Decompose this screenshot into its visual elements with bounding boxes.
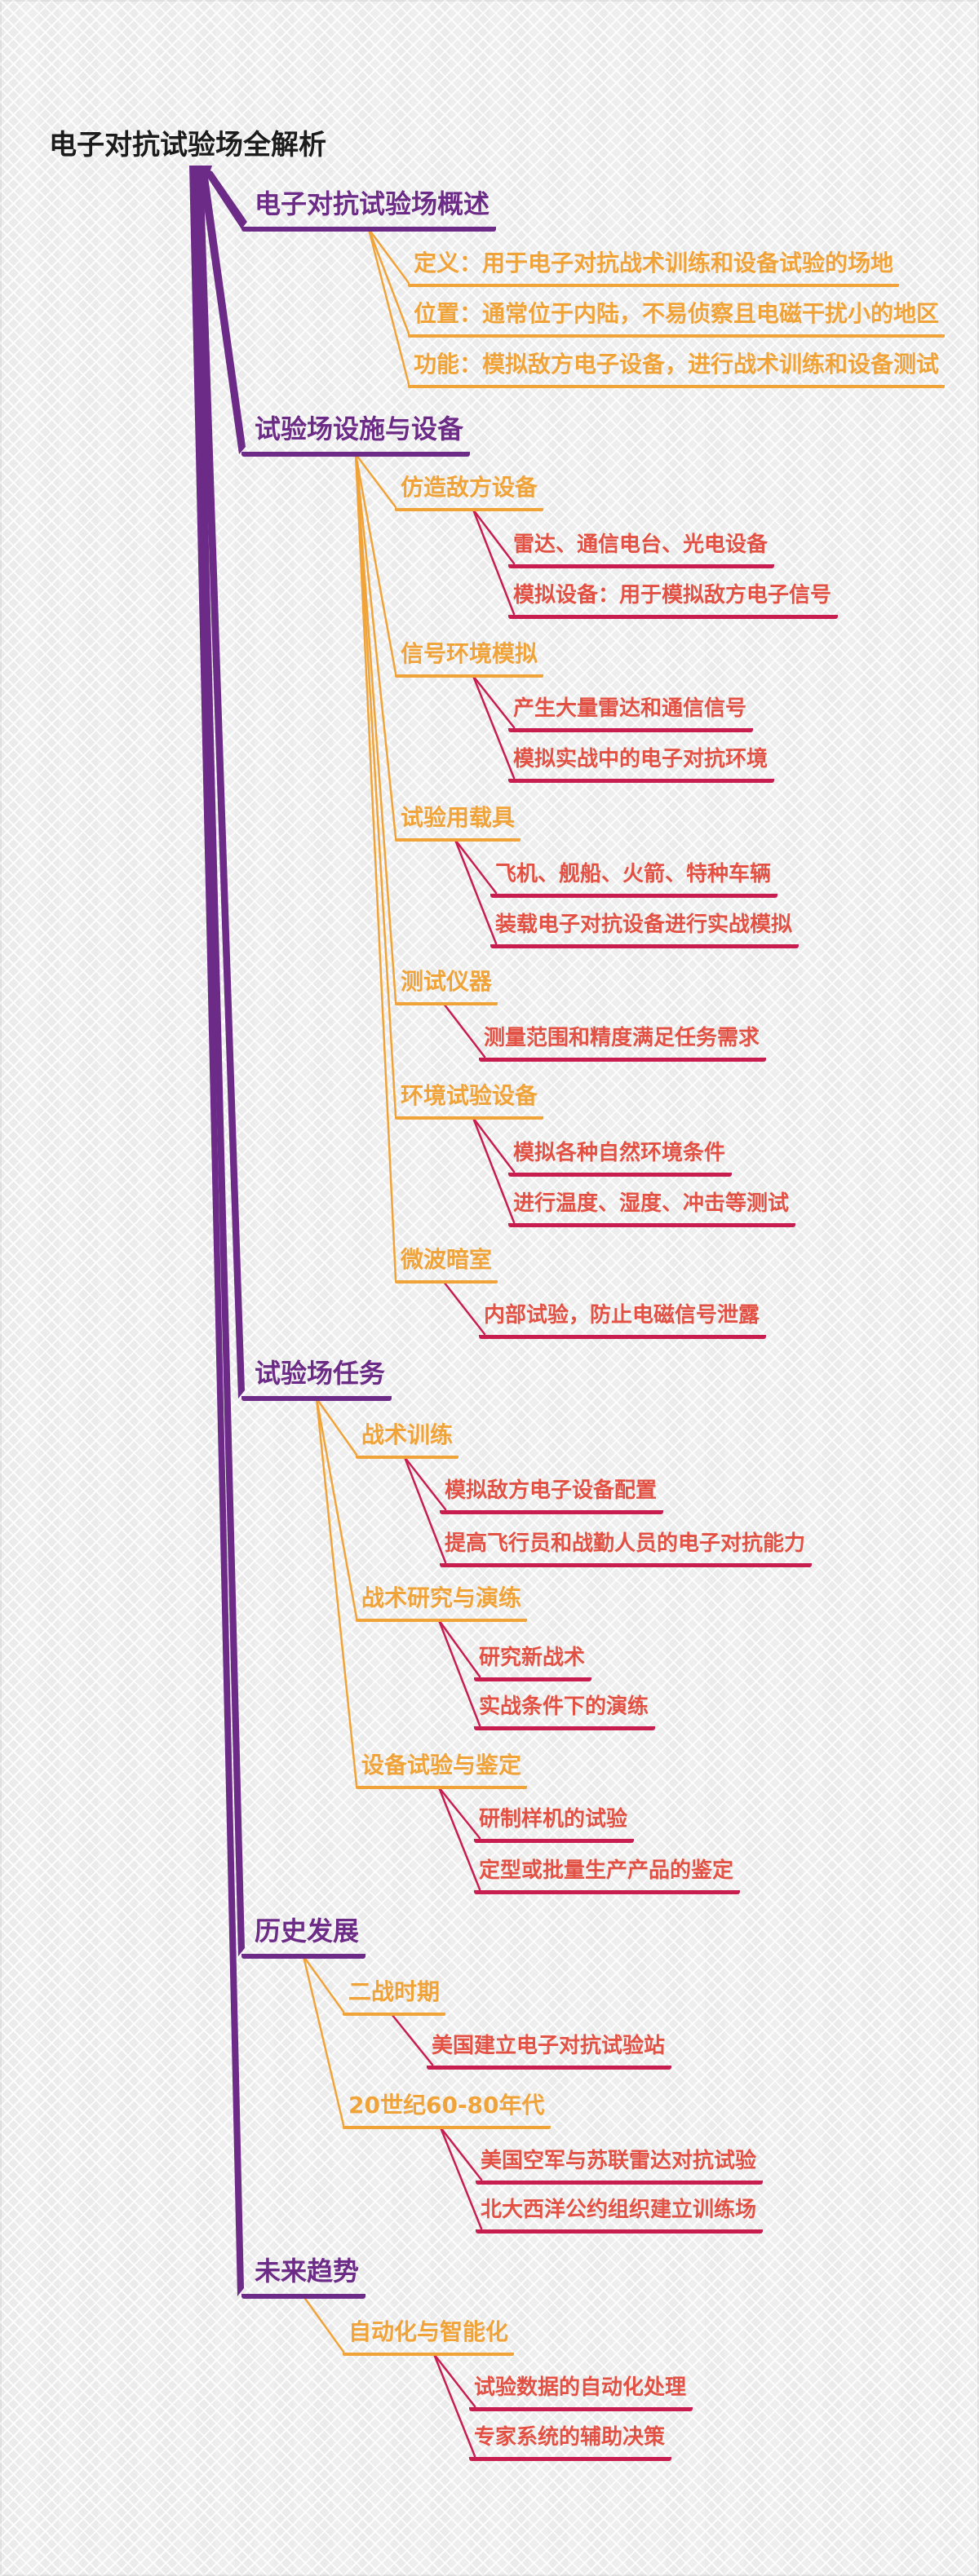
b3-combat-drills[interactable]: 实战条件下的演练: [474, 1694, 656, 1730]
b2-simulation-devices[interactable]: 模拟设备：用于模拟敌方电子信号: [508, 582, 839, 619]
b3-new-tactics[interactable]: 研究新战术: [474, 1645, 592, 1681]
b3-prototype-test[interactable]: 研制样机的试验: [474, 1806, 635, 1843]
b2-temp-humidity-shock[interactable]: 进行温度、湿度、冲击等测试: [508, 1191, 796, 1227]
orange-connectors: [302, 228, 410, 2353]
b1-location[interactable]: 位置：通常位于内陆，不易侦察且电磁干扰小的地区: [408, 299, 946, 338]
b4-1960s-80s[interactable]: 20世纪60-80年代: [343, 2091, 551, 2129]
b3-enemy-config[interactable]: 模拟敌方电子设备配置: [440, 1478, 664, 1514]
trunk-branch-3: [196, 166, 245, 1398]
trunk-root-cap: [189, 166, 212, 184]
b2-vehicle-types[interactable]: 飞机、舰船、火箭、特种车辆: [490, 861, 778, 898]
b2-signal-environment[interactable]: 信号环境模拟: [395, 639, 544, 678]
b3-tactical-training[interactable]: 战术训练: [356, 1421, 459, 1459]
b5-auto-data-processing[interactable]: 试验数据的自动化处理: [469, 2375, 693, 2411]
b1-function[interactable]: 功能：模拟敌方电子设备，进行战术训练和设备测试: [408, 350, 946, 388]
trunk-branch-2: [198, 166, 246, 454]
trunk-branch-4: [193, 166, 245, 1956]
b2-generate-signals[interactable]: 产生大量雷达和通信信号: [508, 696, 754, 732]
b2-natural-conditions[interactable]: 模拟各种自然环境条件: [508, 1140, 733, 1177]
b5-expert-system[interactable]: 专家系统的辅助决策: [469, 2424, 672, 2461]
b2-test-vehicles[interactable]: 试验用载具: [395, 803, 521, 842]
trunk-bundle: [189, 166, 247, 2296]
b2-loaded-equipment[interactable]: 装载电子对抗设备进行实战模拟: [490, 912, 800, 948]
b2-imitated-enemy-equipment[interactable]: 仿造敌方设备: [395, 473, 544, 511]
b2-anechoic-chamber[interactable]: 微波暗室: [395, 1245, 498, 1284]
root-title[interactable]: 电子对抗试验场全解析: [49, 129, 326, 161]
b3-production-appraisal[interactable]: 定型或批量生产产品的鉴定: [474, 1858, 741, 1894]
b2-radar-comm-optical[interactable]: 雷达、通信电台、光电设备: [508, 532, 775, 568]
b4-us-test-station[interactable]: 美国建立电子对抗试验站: [427, 2033, 672, 2070]
b1-definition[interactable]: 定义：用于电子对抗战术训练和设备试验的场地: [408, 249, 900, 287]
b4-wwii[interactable]: 二战时期: [343, 1977, 446, 2016]
branch3-missions[interactable]: 试验场任务: [241, 1357, 392, 1401]
branch1-overview[interactable]: 电子对抗试验场概述: [241, 188, 497, 232]
b5-automation-intelligence[interactable]: 自动化与智能化: [343, 2318, 515, 2356]
branch2-facilities[interactable]: 试验场设施与设备: [241, 413, 471, 457]
branch4-history[interactable]: 历史发展: [241, 1915, 366, 1959]
b2-combat-environment[interactable]: 模拟实战中的电子对抗环境: [508, 746, 775, 783]
trunk-branch-5: [189, 166, 244, 2296]
b4-usaf-soviet-radar[interactable]: 美国空军与苏联雷达对抗试验: [476, 2148, 764, 2185]
b3-equipment-appraisal[interactable]: 设备试验与鉴定: [356, 1751, 528, 1789]
b4-nato-training-range[interactable]: 北大西洋公约组织建立训练场: [476, 2197, 764, 2234]
b3-tactics-research[interactable]: 战术研究与演练: [356, 1584, 528, 1622]
b2-measurement-accuracy[interactable]: 测量范围和精度满足任务需求: [479, 1025, 767, 1062]
b2-internal-test[interactable]: 内部试验，防止电磁信号泄露: [479, 1302, 767, 1339]
b2-test-instruments[interactable]: 测试仪器: [395, 967, 498, 1005]
branch5-future-trends[interactable]: 未来趋势: [241, 2255, 366, 2299]
trunk-branch-1: [201, 167, 247, 229]
b3-improve-capability[interactable]: 提高飞行员和战勤人员的电子对抗能力: [440, 1531, 813, 1567]
b2-environment-test-equipment[interactable]: 环境试验设备: [395, 1081, 544, 1120]
